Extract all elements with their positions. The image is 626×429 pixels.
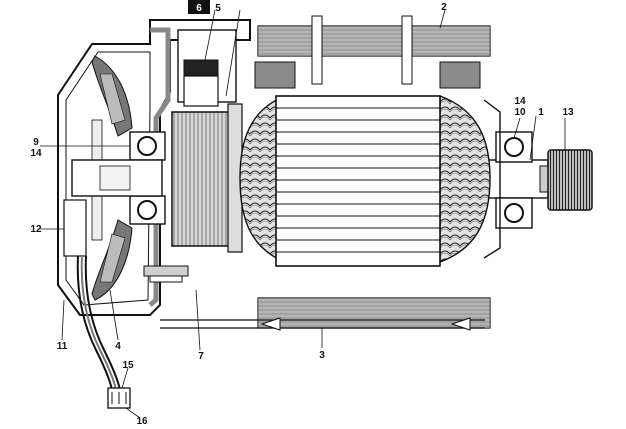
cable-connector [76, 255, 131, 409]
callout-3: 3 [319, 350, 325, 361]
callout-16: 16 [136, 416, 148, 427]
commutator [171, 103, 243, 253]
callout-6: 6 [196, 3, 202, 14]
callout-7: 7 [198, 351, 204, 362]
armature [239, 94, 491, 267]
callout-10: 10 [514, 107, 526, 118]
leader-lines [40, 9, 566, 419]
callout-labels: 6 5 2 14 10 1 13 9 14 12 11 4 7 3 15 16 [30, 0, 574, 427]
callout-15: 15 [122, 360, 134, 371]
fan [91, 55, 133, 301]
lower-brush-holder [143, 265, 189, 283]
callout-14-left: 14 [30, 148, 42, 159]
callout-14-right: 14 [514, 96, 526, 107]
left-bearing [129, 131, 166, 225]
callout-4: 4 [115, 341, 121, 352]
pulley [547, 149, 593, 211]
callout-13: 13 [562, 107, 574, 118]
suppressor [63, 199, 87, 257]
callout-1: 1 [538, 107, 544, 118]
motor-shaft [71, 159, 553, 199]
callout-9: 9 [33, 137, 39, 148]
callout-12: 12 [30, 224, 42, 235]
right-bearing [483, 99, 533, 259]
motor-housing [160, 15, 491, 331]
callout-5: 5 [215, 3, 221, 14]
callout-2: 2 [441, 2, 447, 13]
carbon-brush [183, 59, 219, 107]
callout-11: 11 [57, 341, 68, 352]
